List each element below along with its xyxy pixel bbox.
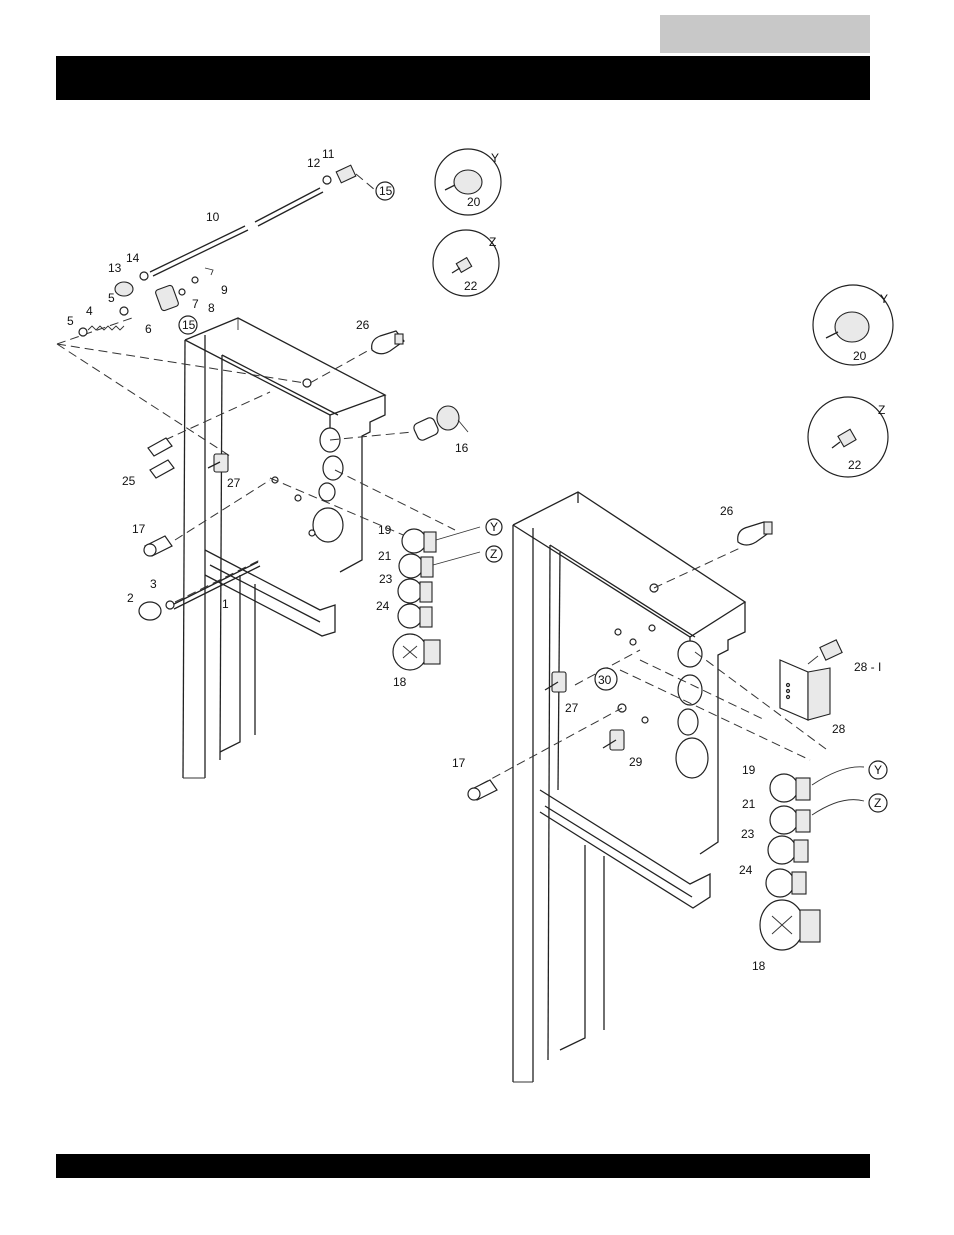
right-label-27: 27 [565,701,579,715]
left-label-4: 4 [86,304,93,318]
right-callout-z [868,793,888,813]
right-label-23: 23 [741,827,755,841]
left-label-11: 11 [322,147,335,161]
left-label-5a: 5 [67,314,74,328]
left-part-11-knob [322,164,376,191]
left-indicator-lamps-25 [147,437,175,479]
left-part-13-bushing [114,271,149,316]
left-key-switch-16 [413,405,469,441]
left-label-2: 2 [127,591,134,605]
left-panel-assembly: 10 11 12 15 14 13 9 8 7 5 4 5 6 15 26 16… [56,147,503,779]
left-callout-y [485,518,503,536]
right-control-panel-housing [512,491,747,1083]
right-detail-y-gauge-sender [812,284,894,366]
left-label-23: 23 [379,572,393,586]
right-detail-z-sensor [807,396,889,478]
right-label-z-callout: Z [874,796,881,810]
left-callout-15-top [375,181,395,201]
left-part-10-rod [149,187,324,277]
right-label-y-callout: Y [874,763,882,777]
right-label-18: 18 [752,959,766,973]
left-label-7: 7 [192,297,199,311]
left-label-y-callout: Y [490,520,498,534]
left-label-z-detail: Z [489,235,496,249]
right-label-29: 29 [629,755,643,769]
left-label-1: 1 [222,597,229,611]
left-label-3: 3 [150,577,157,591]
left-label-20: 20 [467,195,481,209]
right-toggle-switch-29 [602,729,625,751]
left-detail-z-sensor [432,229,500,297]
left-callout-z [485,545,503,563]
right-label-z-detail: Z [878,403,885,417]
right-circuit-board-28 [779,659,831,721]
header-bar [56,56,870,100]
left-label-17: 17 [132,522,146,536]
right-label-20: 20 [853,349,867,363]
left-label-y-detail: Y [491,151,499,165]
right-label-y-detail: Y [880,292,888,306]
right-panel-assembly: 26 28 - I 28 30 27 29 17 19 21 23 24 18 … [452,284,894,1083]
left-detail-y-gauge-sender [434,148,502,216]
right-gauge-stack [759,766,865,951]
left-label-15-mid: 15 [182,318,196,332]
section-tab [660,15,870,53]
left-label-21: 21 [378,549,392,563]
left-label-18: 18 [393,675,407,689]
left-label-8: 8 [208,301,215,315]
left-toggle-switch-27 [207,453,229,473]
right-part-17-push-button [467,779,498,801]
left-label-22: 22 [464,279,478,293]
left-label-5b: 5 [108,291,115,305]
left-part-6-bracket [155,267,214,312]
right-label-30: 30 [598,673,612,687]
left-label-24: 24 [376,599,390,613]
right-label-26: 26 [720,504,734,518]
left-label-6: 6 [145,322,152,336]
left-part-17-push-button [143,535,173,557]
right-toggle-switch-27 [544,671,567,693]
left-label-27: 27 [227,476,241,490]
right-label-28-1: 28 - I [854,660,881,674]
right-label-19: 19 [742,763,756,777]
right-label-17: 17 [452,756,466,770]
left-label-26: 26 [356,318,370,332]
left-gauge-stack [392,526,481,671]
right-lamp-26 [737,521,773,546]
left-label-9: 9 [221,283,228,297]
left-lamp-26 [371,330,405,355]
right-callout-y [868,760,888,780]
footer-bar [56,1154,870,1178]
left-label-12: 12 [307,156,321,170]
left-control-panel-housing [182,317,387,779]
right-label-21: 21 [742,797,756,811]
left-part-4-spring [78,325,125,337]
left-label-14: 14 [126,251,140,265]
right-label-28: 28 [832,722,846,736]
left-label-z-callout: Z [490,547,497,561]
left-label-10: 10 [206,210,220,224]
left-callout-15-mid [178,315,198,335]
left-label-19: 19 [378,523,392,537]
right-callout-30 [594,667,618,691]
right-label-24: 24 [739,863,753,877]
left-label-25: 25 [122,474,136,488]
left-part-1-shaft [138,561,261,621]
left-label-16: 16 [455,441,469,455]
right-label-22: 22 [848,458,862,472]
left-label-13: 13 [108,261,122,275]
left-label-15-top: 15 [379,184,393,198]
right-part-28-1-connector [807,639,843,665]
